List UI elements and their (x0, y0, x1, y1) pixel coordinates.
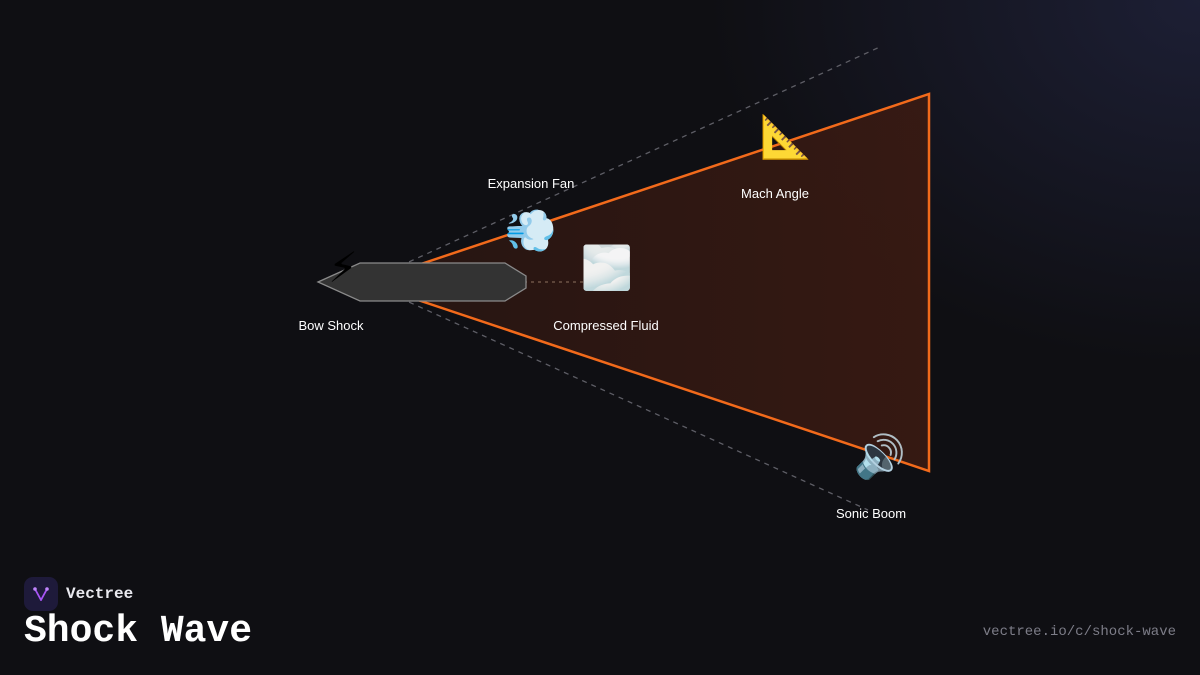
fog-cloud-icon: 🌫️ (580, 243, 634, 292)
mach-angle-label: Mach Angle (741, 186, 809, 201)
vectree-logo-icon (24, 577, 58, 611)
sonic-boom-label: Sonic Boom (835, 506, 907, 521)
dash-wind-icon: 💨 (504, 206, 558, 255)
triangular-ruler-icon: 📐 (759, 112, 813, 161)
brand: Vectree (24, 577, 133, 611)
lightning-icon: ⚡ (328, 243, 358, 292)
upper-guide-line (399, 45, 883, 267)
supersonic-body (316, 262, 527, 302)
bow-shock-label: Bow Shock (298, 318, 364, 333)
brand-name: Vectree (66, 585, 134, 603)
compressed-fluid-label: Compressed Fluid (553, 318, 659, 333)
page-title: Shock Wave (24, 610, 253, 653)
expansion-fan-label: Expansion Fan (487, 176, 575, 191)
source-url[interactable]: vectree.io/c/shock-wave (982, 624, 1176, 640)
speaker-loud-icon: 🔊 (853, 432, 907, 481)
